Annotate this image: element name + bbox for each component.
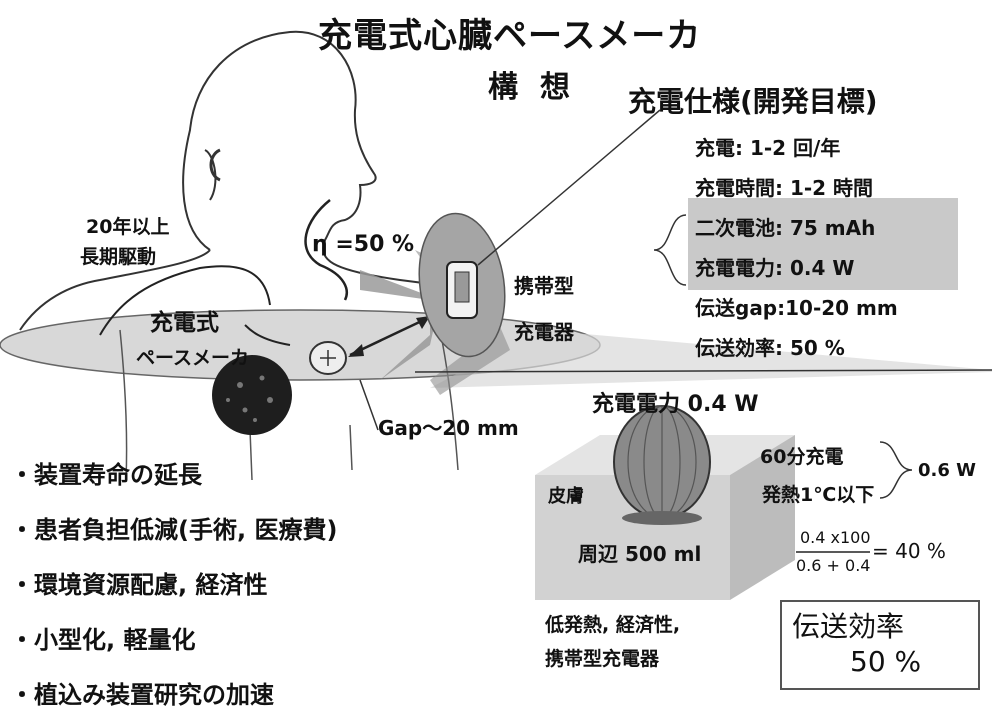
total-power-label: 0.6 W	[918, 460, 977, 481]
benefit-note-2: 携帯型充電器	[545, 648, 660, 670]
power-label: 充電電力 0.4 W	[592, 392, 759, 417]
benefit-item: ・植込み装置研究の加速	[10, 681, 274, 709]
spec-pointer	[477, 109, 661, 266]
ear-outline	[209, 148, 221, 182]
torso-outline	[119, 329, 459, 481]
heat-box-side	[730, 435, 795, 600]
benefit-item: ・患者負担低減(手術, 医療費)	[10, 516, 338, 544]
spec-item: 伝送gap:10-20 mm	[695, 296, 898, 320]
gap-label: Gap～20 mm	[378, 416, 519, 440]
long-term-label-1: 20年以上	[86, 216, 170, 238]
plane-extension	[430, 330, 992, 388]
spec-title: 充電仕様(開発目標)	[628, 85, 878, 118]
plane-line	[414, 369, 992, 373]
spec-item: 充電: 1-2 回/年	[695, 136, 841, 160]
heart-icon	[212, 355, 292, 435]
charger-label-2: 充電器	[514, 320, 574, 344]
total-brace	[879, 441, 913, 499]
efficiency-label: η =50 %	[312, 232, 415, 257]
efficiency-box-value: 50 %	[850, 645, 922, 678]
formula-denominator: 0.6 + 0.4	[796, 556, 871, 575]
gray-arrow-left	[360, 270, 440, 380]
charger-label-1: 携帯型	[514, 274, 574, 298]
benefit-list: ・装置寿命の延長 ・患者負担低減(手術, 医療費) ・環境資源配慮, 経済性 ・…	[10, 448, 337, 723]
gap-leader	[359, 379, 379, 431]
long-term-label-2: 長期駆動	[80, 246, 157, 268]
benefit-item: ・装置寿命の延長	[10, 461, 202, 489]
benefit-note-1: 低発熱, 経済性,	[545, 614, 681, 636]
pacemaker-label-1: 充電式	[150, 310, 219, 336]
page-title: 充電式心臓ペースメーカ	[318, 16, 702, 56]
spec-highlight	[688, 198, 958, 290]
benefit-item: ・小型化, 軽量化	[10, 626, 196, 654]
benefit-item: ・環境資源配慮, 経済性	[10, 571, 268, 599]
heat-rise-label: 発熱1℃以下	[762, 484, 875, 506]
volume-label: 周辺 500 ml	[578, 542, 702, 566]
transfer-arrow	[349, 316, 429, 357]
spec-item: 充電電力: 0.4 W	[695, 256, 855, 280]
illustration	[0, 30, 992, 600]
page-subtitle: 構想	[488, 70, 592, 105]
spec-list: 充電: 1-2 回/年 充電時間: 1-2 時間 二次電池: 75 mAh 充電…	[695, 128, 898, 368]
spec-item: 伝送効率: 50 %	[695, 336, 845, 360]
human-outline	[19, 30, 491, 331]
lead-wire	[99, 265, 291, 346]
spec-item: 充電時間: 1-2 時間	[695, 176, 874, 200]
skin-label: 皮膚	[548, 486, 584, 507]
neck-wire	[304, 199, 348, 301]
pacemaker-label-2: ペースメーカ	[136, 347, 250, 369]
spec-item: 二次電池: 75 mAh	[695, 216, 876, 240]
efficiency-box-title: 伝送効率	[792, 610, 905, 643]
efficiency-box	[780, 600, 980, 690]
formula-result: = 40 %	[872, 539, 946, 563]
spec-brace	[653, 214, 687, 286]
formula-numerator: 0.4 x100	[800, 528, 871, 547]
charge-time-label: 60分充電	[760, 446, 844, 468]
